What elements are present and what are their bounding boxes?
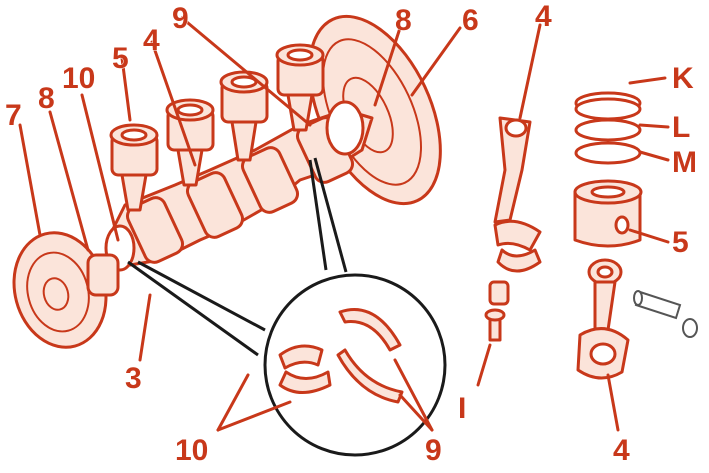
label-l: L — [672, 111, 690, 144]
label-9-top: 9 — [172, 2, 189, 35]
label-i: I — [458, 392, 466, 425]
installed-piston-1 — [109, 123, 159, 212]
label-4-top: 4 — [535, 0, 552, 33]
piston-pin — [633, 290, 698, 338]
label-6: 6 — [462, 4, 479, 37]
label-5-right: 5 — [672, 226, 689, 259]
leader-lines — [18, 16, 670, 432]
label-8-left: 8 — [38, 82, 55, 115]
connecting-rod-lower — [576, 258, 630, 380]
label-9-bottom: 9 — [425, 434, 442, 467]
label-m: M — [672, 146, 697, 179]
label-4-rod: 4 — [143, 24, 160, 57]
label-10-bottom: 10 — [175, 434, 208, 467]
label-7: 7 — [5, 99, 22, 132]
loose-piston — [573, 179, 643, 248]
piston-rings — [574, 91, 642, 165]
connecting-rod-upper — [484, 116, 542, 342]
label-4-bottom: 4 — [613, 434, 630, 467]
label-3: 3 — [125, 362, 142, 395]
label-k: K — [672, 62, 694, 95]
crank-pulley — [12, 231, 120, 349]
bearing-callout — [127, 157, 447, 457]
label-10-top: 10 — [62, 62, 95, 95]
label-8-right: 8 — [395, 4, 412, 37]
label-5-left: 5 — [112, 42, 129, 75]
crankshaft — [104, 100, 374, 272]
installed-piston-3 — [219, 70, 269, 162]
